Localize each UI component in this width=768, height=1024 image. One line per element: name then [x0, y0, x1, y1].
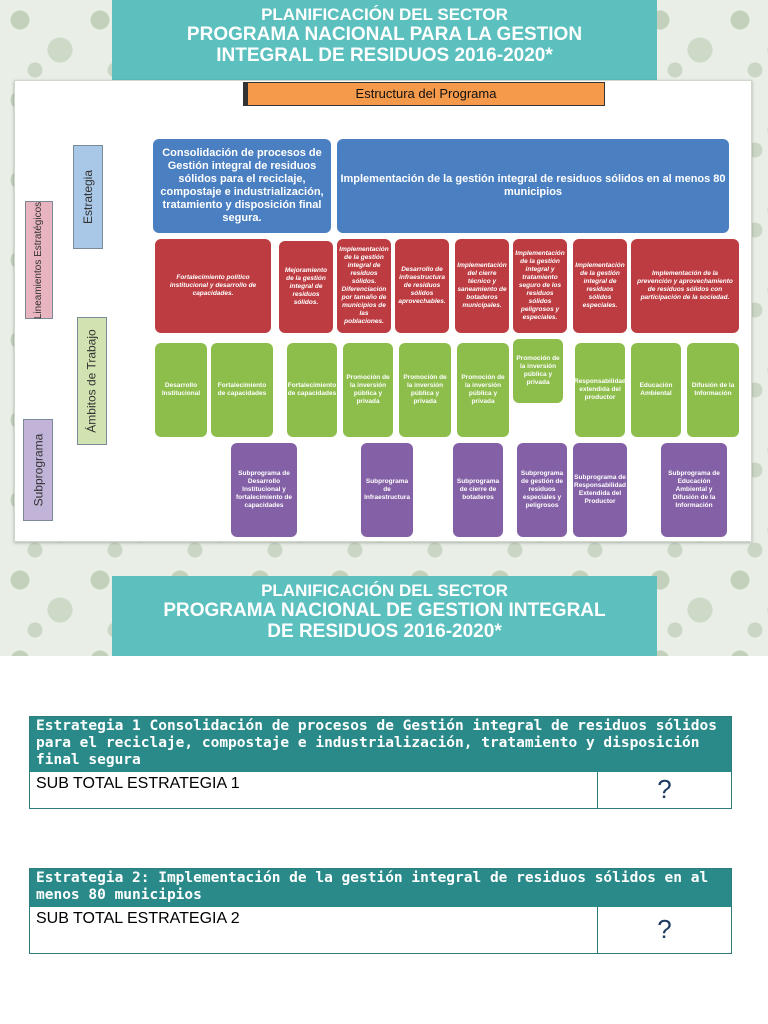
area-box-4: Promoción de la inversión pública y priv… — [343, 343, 393, 437]
structure-title: Estructura del Programa — [247, 82, 605, 106]
structure-title-accent — [243, 82, 247, 106]
program-structure-diagram: Estructura del Programa Lineamientos Est… — [14, 80, 752, 542]
label-subprograma: Subprograma — [23, 419, 53, 521]
strategy-box-1: Consolidación de procesos de Gestión int… — [153, 139, 331, 233]
label-subprograma-text: Subprograma — [31, 433, 45, 507]
slide-2-title-line3: DE RESIDUOS 2016-2020* — [267, 621, 502, 642]
label-estrategia: Estrategia — [73, 145, 103, 249]
label-ambitos-text: Ámbitos de Trabajo — [85, 329, 100, 433]
guideline-box-7: Implementación de la gestión integral de… — [573, 239, 627, 333]
area-box-9: Educación Ambiental — [631, 343, 681, 437]
slide-1-title-line2: PROGRAMA NACIONAL PARA LA GESTION — [186, 24, 583, 45]
subprogram-box-4: Subprograma de gestión de residuos espec… — [517, 443, 567, 537]
area-box-5: Promoción de la inversión pública y priv… — [399, 343, 451, 437]
subprogram-box-1: Subprograma de Desarrollo Institucional … — [231, 443, 297, 537]
strategy-1-subtotal-row: SUB TOTAL ESTRATEGIA 1 ? — [30, 772, 731, 808]
area-box-8: Responsabilidad extendida del productor — [574, 343, 626, 437]
strategy-2-subtotal-label: SUB TOTAL ESTRATEGIA 2 — [30, 907, 598, 953]
strategy-2-subtotal-row: SUB TOTAL ESTRATEGIA 2 ? — [30, 907, 731, 953]
area-box-7: Promoción de la inversión pública y priv… — [513, 339, 563, 403]
area-box-2: Fortalecimiento de capacidades — [211, 343, 273, 437]
guideline-box-2: Mejoramiento de la gestión integral de r… — [279, 241, 333, 333]
guideline-box-4: Desarrollo de infraestructura de residuo… — [395, 239, 449, 333]
area-box-6: Promoción de la inversión pública y priv… — [457, 343, 509, 437]
guideline-box-5: Implementación del cierre técnico y sane… — [455, 239, 509, 333]
strategy-2-header: Estrategia 2: Implementación de la gesti… — [30, 869, 731, 907]
area-box-3: Fortalecimiento de capacidades — [287, 343, 337, 437]
slide-1-title-line3: INTEGRAL DE RESIDUOS 2016-2020* — [216, 45, 553, 66]
slide-2-title: PLANIFICACIÓN DEL SECTOR PROGRAMA NACION… — [112, 576, 657, 656]
strategy-1-table: Estrategia 1 Consolidación de procesos d… — [29, 716, 732, 809]
guideline-box-3: Implementación de la gestión integral de… — [337, 239, 391, 333]
strategy-1-header: Estrategia 1 Consolidación de procesos d… — [30, 717, 731, 772]
area-box-1: Desarrollo Institucional — [155, 343, 207, 437]
guideline-box-8: Implementación de la prevención y aprove… — [631, 239, 739, 333]
label-lineamientos-text: Lineamientos Estratégicos — [33, 201, 45, 319]
strategy-2-subtotal-value: ? — [657, 914, 672, 944]
subprogram-box-2: Subprograma de Infraestructura — [361, 443, 413, 537]
label-estrategia-text: Estrategia — [81, 169, 95, 225]
strategy-2-table: Estrategia 2: Implementación de la gesti… — [29, 868, 732, 954]
label-lineamientos: Lineamientos Estratégicos — [25, 201, 53, 319]
slide-2: PLANIFICACIÓN DEL SECTOR PROGRAMA NACION… — [0, 560, 768, 1024]
slide-1: PLANIFICACIÓN DEL SECTOR PROGRAMA NACION… — [0, 0, 768, 560]
subprogram-box-5: Subprograma de Responsabilidad Extendida… — [573, 443, 627, 537]
slide-2-title-line2: PROGRAMA NACIONAL DE GESTION INTEGRAL — [163, 600, 606, 621]
guideline-box-6: Implementación de la gestión integral y … — [513, 239, 567, 333]
area-box-10: Difusión de la Información — [687, 343, 739, 437]
slide-1-title: PLANIFICACIÓN DEL SECTOR PROGRAMA NACION… — [112, 0, 657, 80]
label-ambitos: Ámbitos de Trabajo — [77, 317, 107, 445]
slide-1-title-line1: PLANIFICACIÓN DEL SECTOR — [261, 5, 508, 24]
slide-2-title-line1: PLANIFICACIÓN DEL SECTOR — [261, 581, 508, 600]
strategy-box-2: Implementación de la gestión integral de… — [337, 139, 729, 233]
strategy-1-subtotal-label: SUB TOTAL ESTRATEGIA 1 — [30, 772, 598, 808]
subprogram-box-3: Subprograma de cierre de botaderos — [453, 443, 503, 537]
subprogram-box-6: Subprograma de Educación Ambiental y Dif… — [661, 443, 727, 537]
strategy-1-subtotal-value: ? — [657, 774, 672, 804]
guideline-box-1: Fortalecimiento político institucional y… — [155, 239, 271, 333]
